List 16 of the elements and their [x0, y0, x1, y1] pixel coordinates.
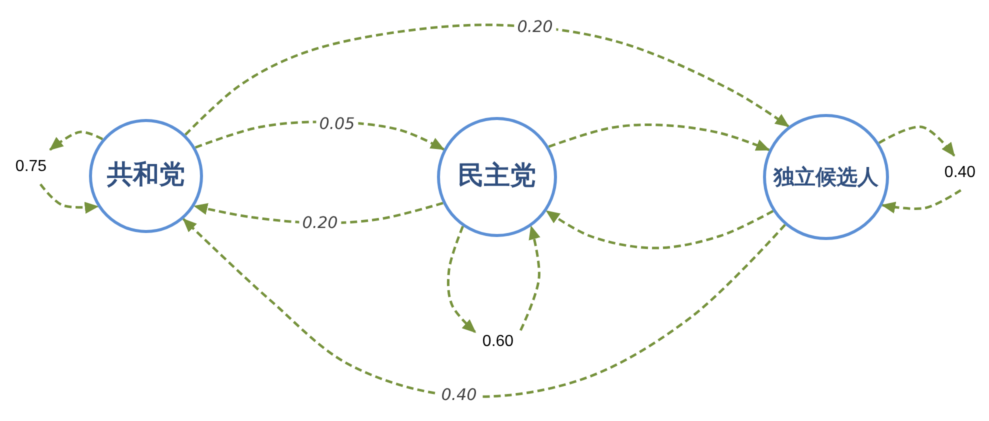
dashed-arrow [878, 126, 956, 157]
probability-label: 0.60 [482, 332, 514, 352]
state-name: 共和党 [107, 161, 185, 191]
probability-label: 0.40 [944, 164, 976, 182]
state-name: 独立候选人 [774, 164, 878, 190]
dashed-arrow [182, 218, 786, 398]
dashed-arrow [184, 24, 790, 136]
state-name: 民主党 [458, 162, 536, 192]
probability-label: 0.75 [15, 158, 47, 176]
dashed-arrow [546, 210, 774, 250]
dashed-arrow [548, 124, 770, 152]
dashed-arrow [446, 226, 476, 334]
dashed-arrow [49, 130, 104, 151]
dashed-arrow [519, 225, 540, 331]
dashed-arrow [881, 189, 962, 214]
dashed-arrow [39, 183, 99, 214]
